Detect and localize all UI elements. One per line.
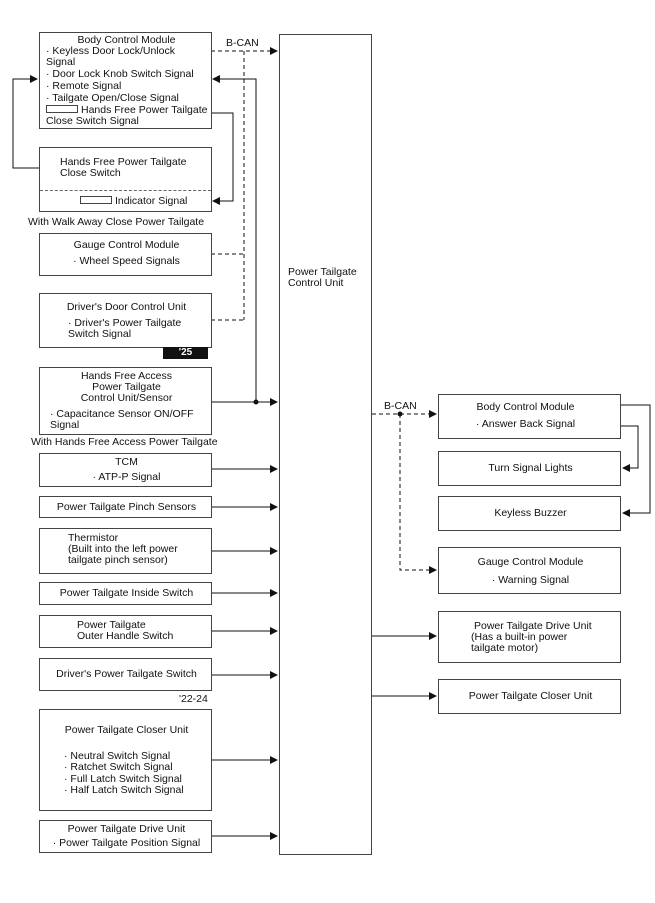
- bcm-right-signal: · Answer Back Signal: [475, 418, 576, 430]
- ptcu-label-1: Power Tailgate: [288, 266, 357, 278]
- hands-free-close-switch-box: Hands Free Power Tailgate Close Switch I…: [39, 147, 212, 212]
- pinch-title: Power Tailgate Pinch Sensors: [56, 501, 197, 513]
- hfa-title: Power Tailgate: [92, 381, 161, 393]
- turn-signal-lights-box: Turn Signal Lights: [438, 451, 621, 486]
- thermistor-box: Thermistor (Built into the left power ta…: [39, 528, 212, 574]
- ptcu-label-2: Control Unit: [288, 277, 344, 289]
- hfa-signal: · Capacitance Sensor ON/OFF: [50, 408, 194, 420]
- gauge-title: Gauge Control Module: [73, 239, 180, 251]
- keyless-buzzer-box: Keyless Buzzer: [438, 496, 621, 531]
- hfa-title: Hands Free Access: [80, 370, 173, 382]
- closer-signal: · Half Latch Switch Signal: [64, 784, 184, 796]
- bcm-title: Body Control Module: [77, 34, 176, 46]
- hfclose-to-bcm-line: [12, 75, 39, 169]
- drive-right-title: Power Tailgate Drive Unit: [474, 620, 592, 632]
- tcm-title: TCM: [115, 456, 138, 468]
- drive-right-note: (Has a built-in power: [471, 631, 568, 643]
- year-note: '22-24: [179, 693, 208, 705]
- drive-right-note: tailgate motor): [471, 642, 539, 654]
- bcm-signal: · Keyless Door Lock/Unlock: [46, 45, 175, 57]
- drive-left-signal: · Power Tailgate Position Signal: [52, 837, 201, 849]
- drivers-tailgate-switch-box: Driver's Power Tailgate Switch: [39, 658, 212, 691]
- connector-icon: [80, 196, 112, 205]
- ptcu-to-bcm-line: [212, 75, 257, 402]
- body-control-module-right-box: Body Control Module · Answer Back Signal: [438, 394, 621, 439]
- bcm-indicator-line: [211, 112, 234, 205]
- bcm-signal: Close Switch Signal: [46, 115, 139, 127]
- gauge-control-module-box: Gauge Control Module · Wheel Speed Signa…: [39, 233, 212, 276]
- hfa-note: With Hands Free Access Power Tailgate: [31, 436, 218, 448]
- walkaway-note: With Walk Away Close Power Tailgate: [28, 216, 205, 228]
- gauge-right-title: Gauge Control Module: [477, 556, 584, 568]
- tcm-signal: · ATP-P Signal: [92, 471, 161, 483]
- closer-signal: · Full Latch Switch Signal: [64, 773, 182, 785]
- closer-unit-right-box: Power Tailgate Closer Unit: [438, 679, 621, 714]
- outer-handle-switch-box: Power Tailgate Outer Handle Switch: [39, 615, 212, 648]
- keyless-buzzer-title: Keyless Buzzer: [494, 507, 567, 519]
- hands-free-access-unit-box: Hands Free Access Power Tailgate Control…: [39, 367, 212, 435]
- bcm-signal: · Tailgate Open/Close Signal: [46, 92, 179, 104]
- gauge-control-module-right-box: Gauge Control Module · Warning Signal: [438, 547, 621, 594]
- ddcu-signal: · Driver's Power Tailgate: [68, 317, 182, 329]
- closer-signal: · Neutral Switch Signal: [64, 750, 171, 762]
- drive-left-title: Power Tailgate Drive Unit: [67, 823, 186, 835]
- closer-unit-box: Power Tailgate Closer Unit · Neutral Swi…: [39, 709, 212, 811]
- hfa-title: Control Unit/Sensor: [80, 392, 173, 404]
- indicator-signal: Indicator Signal: [80, 195, 187, 208]
- inside-switch-box: Power Tailgate Inside Switch: [39, 582, 212, 605]
- connector-icon: [46, 105, 78, 114]
- hf-close-title: Hands Free Power Tailgate: [60, 156, 187, 168]
- hf-close-title: Close Switch: [60, 167, 121, 179]
- turn-signal-title: Turn Signal Lights: [488, 462, 573, 474]
- divider: [40, 190, 211, 191]
- drivers-door-control-unit-box: Driver's Door Control Unit · Driver's Po…: [39, 293, 212, 348]
- bcm-signal: Hands Free Power Tailgate: [46, 104, 207, 117]
- drive-unit-right-box: Power Tailgate Drive Unit (Has a built-i…: [438, 611, 621, 663]
- inside-switch-title: Power Tailgate Inside Switch: [59, 587, 194, 599]
- closer-signal: · Ratchet Switch Signal: [64, 761, 173, 773]
- bcm-signal: · Remote Signal: [46, 80, 122, 92]
- year-badge: '25: [163, 347, 208, 359]
- hfa-signal: Signal: [50, 419, 80, 431]
- ddcu-title: Driver's Door Control Unit: [66, 301, 187, 313]
- bcm-right-title: Body Control Module: [476, 401, 575, 413]
- bcan-label-right: B-CAN: [384, 400, 417, 412]
- thermistor-note: (Built into the left power: [68, 543, 178, 555]
- drivers-switch-title: Driver's Power Tailgate Switch: [56, 668, 197, 680]
- power-tailgate-control-unit: Power Tailgate Control Unit: [279, 34, 372, 855]
- bcan-label-left: B-CAN: [226, 37, 259, 49]
- closer-title: Power Tailgate Closer Unit: [64, 724, 189, 736]
- gauge-signal: · Wheel Speed Signals: [73, 255, 180, 267]
- thermistor-title: Thermistor: [68, 532, 119, 544]
- bcm-signal: Signal: [46, 56, 76, 68]
- tcm-box: TCM · ATP-P Signal: [39, 453, 212, 487]
- ddcu-signal: Switch Signal: [68, 328, 132, 340]
- outer-handle-title: Outer Handle Switch: [77, 630, 174, 642]
- closer-right-title: Power Tailgate Closer Unit: [468, 690, 593, 702]
- gauge-right-signal: · Warning Signal: [491, 574, 570, 586]
- thermistor-note: tailgate pinch sensor): [68, 554, 168, 566]
- drive-unit-left-box: Power Tailgate Drive Unit · Power Tailga…: [39, 820, 212, 853]
- body-control-module-box: Body Control Module · Keyless Door Lock/…: [39, 32, 212, 129]
- pinch-sensors-box: Power Tailgate Pinch Sensors: [39, 496, 212, 518]
- outer-handle-title: Power Tailgate: [77, 619, 146, 631]
- bcm-signal: · Door Lock Knob Switch Signal: [46, 68, 194, 80]
